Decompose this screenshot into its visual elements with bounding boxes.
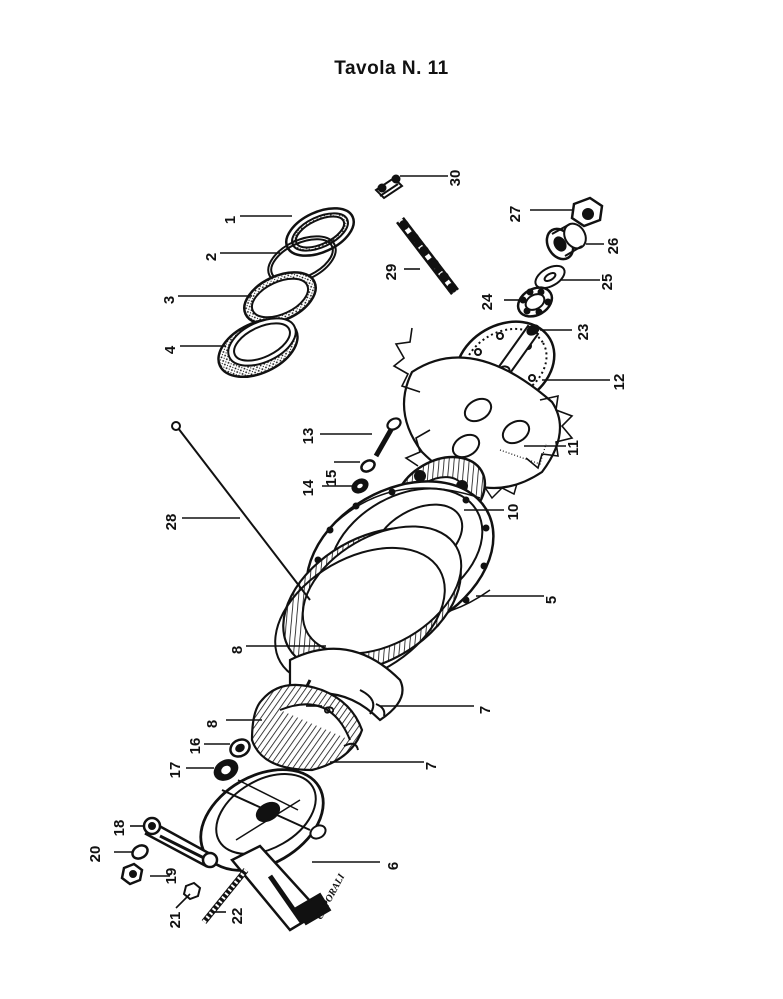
part-26-cone	[545, 222, 587, 261]
callout-label: 10	[505, 504, 522, 521]
part-27-axle-nut	[570, 196, 604, 228]
callout-label: 26	[605, 238, 622, 255]
page-title: Tavola N. 11	[334, 58, 449, 79]
part-28-spoke	[171, 421, 311, 601]
callout-label: 28	[163, 514, 180, 531]
callout-label: 6	[385, 862, 402, 870]
callout-label: 5	[543, 596, 560, 604]
callout-label: 17	[167, 762, 184, 779]
part-25-washer	[534, 264, 566, 290]
callout-label: 7	[423, 762, 440, 770]
callout-label: 19	[163, 868, 180, 885]
callout-label: 4	[162, 345, 179, 354]
callout-label: 15	[323, 470, 340, 487]
callout-label: 14	[300, 479, 317, 496]
part-19-nut	[120, 862, 144, 886]
part-1-lock-ring	[285, 207, 355, 257]
part-20-washer	[131, 844, 149, 860]
callout-label: 3	[161, 296, 178, 304]
callout-label: 2	[203, 253, 220, 261]
callout-label: 24	[479, 293, 496, 310]
callout-label: 16	[187, 738, 204, 755]
callout-label: 22	[229, 908, 246, 925]
part-7-brake-shoe-lower	[250, 683, 364, 772]
callout-label: 11	[565, 440, 582, 456]
callout-label: 27	[507, 206, 524, 223]
callout-label: 7	[477, 706, 494, 714]
part-18-brake-lever	[142, 816, 219, 869]
callout-label: 29	[383, 264, 400, 281]
part-24-ball-bearing	[516, 286, 554, 318]
callout-label: 20	[87, 846, 104, 863]
part-15-spring-washer	[360, 459, 376, 473]
part-17-pivot-pin	[213, 759, 239, 781]
callout-labels: 1 2 3 4 5 6 7 7 8 8 9 10 11 12 13 14 15 …	[87, 170, 628, 929]
callout-label: 25	[599, 274, 616, 291]
callout-label: 23	[575, 324, 592, 341]
part-4-knurled-cup	[217, 317, 299, 379]
part-29-chain	[396, 216, 459, 296]
callout-label: 21	[167, 912, 184, 929]
part-8-brake-drum	[274, 525, 463, 686]
part-13-bolt	[373, 417, 402, 458]
callout-label: 8	[229, 646, 246, 654]
part-3-friction-washer	[243, 271, 317, 325]
part-30-chain-connector	[374, 174, 404, 200]
part-16-pivot-cam	[229, 738, 251, 758]
callout-label: 30	[447, 170, 464, 187]
callout-label: 13	[300, 428, 317, 445]
callout-label: 12	[611, 374, 628, 391]
part-6-brake-plate	[199, 768, 332, 932]
callout-label: 8	[204, 720, 221, 728]
callout-label: 1	[222, 216, 239, 224]
callout-label: 9	[321, 706, 338, 714]
leader-lines	[114, 175, 610, 913]
callout-label: 18	[111, 820, 128, 837]
part-22-threaded-axle	[201, 868, 249, 924]
part-14-nut	[351, 478, 369, 494]
